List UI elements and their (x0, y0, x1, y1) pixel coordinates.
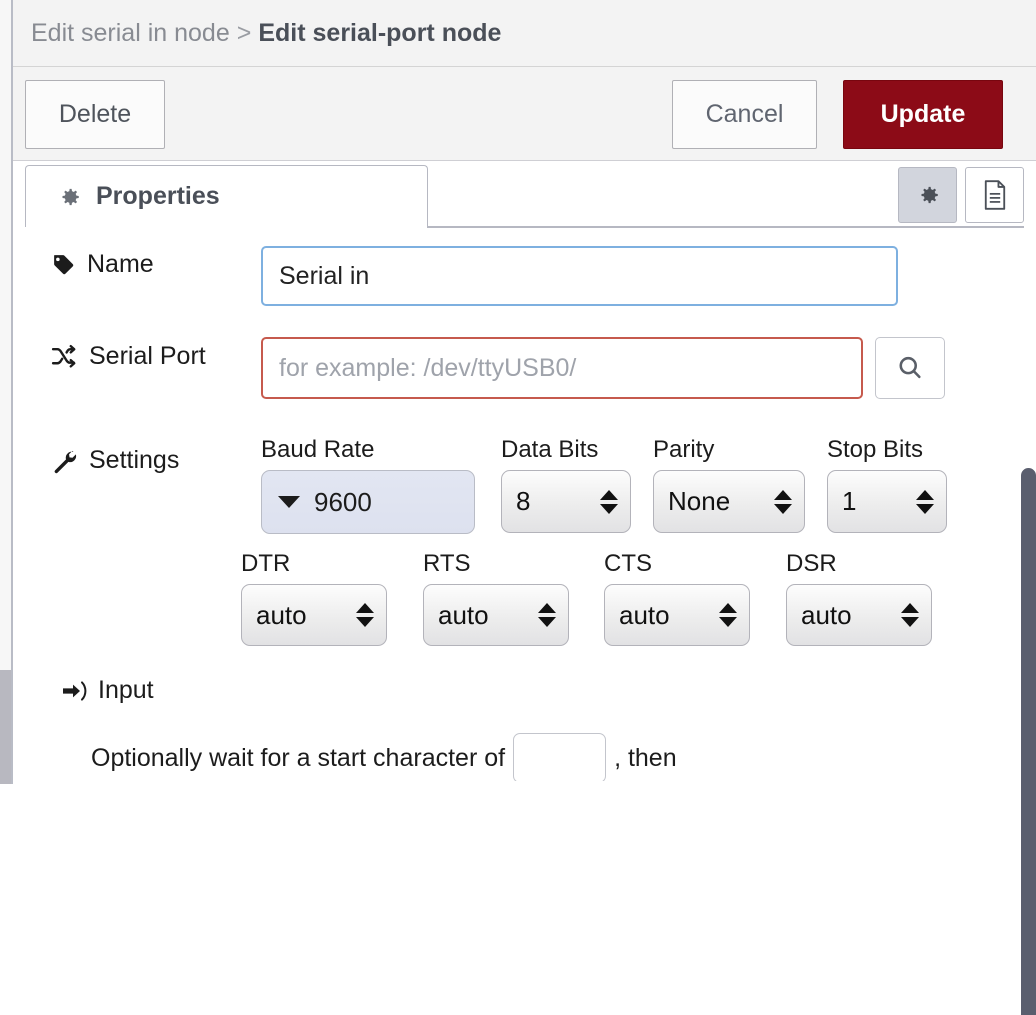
serial-port-input[interactable] (261, 337, 863, 399)
dtr-value: auto (256, 599, 307, 630)
wrench-icon (51, 448, 78, 474)
delete-button[interactable]: Delete (25, 80, 165, 149)
cts-select[interactable]: auto (604, 584, 750, 646)
stepper-arrows-icon (719, 603, 737, 627)
settings-row: Settings (51, 446, 179, 475)
page-backdrop (0, 0, 11, 784)
dsr-caption: DSR (786, 550, 837, 577)
serial-port-search-button[interactable] (875, 337, 945, 399)
node-description-button[interactable] (965, 167, 1024, 223)
tab-properties[interactable]: Properties (25, 165, 428, 227)
name-input[interactable] (261, 246, 898, 306)
breadcrumb-parent[interactable]: Edit serial in node (31, 18, 230, 47)
baud-rate-select[interactable]: 9600 (261, 470, 475, 534)
stepper-arrows-icon (901, 603, 919, 627)
data-bits-group: Data Bits 8 (501, 436, 631, 533)
start-character-input[interactable] (513, 733, 607, 781)
gear-icon (915, 182, 941, 208)
input-section-label: Input (98, 676, 154, 704)
rts-select[interactable]: auto (423, 584, 569, 646)
stepper-arrows-icon (600, 489, 618, 514)
stepper-arrows-icon (774, 489, 792, 514)
stop-bits-group: Stop Bits 1 (827, 436, 947, 533)
name-row: Name (51, 250, 154, 279)
gear-icon (56, 184, 82, 210)
tab-bar: Properties (13, 161, 1036, 228)
cancel-button[interactable]: Cancel (672, 80, 817, 149)
node-settings-button[interactable] (898, 167, 957, 223)
edit-node-dialog: Edit serial in node>Edit serial-port nod… (11, 0, 1036, 784)
parity-select[interactable]: None (653, 470, 805, 533)
serial-port-label: Serial Port (51, 342, 206, 371)
data-bits-caption: Data Bits (501, 436, 599, 463)
stepper-arrows-icon (356, 603, 374, 627)
name-label: Name (51, 250, 154, 279)
cts-value: auto (619, 599, 670, 630)
dsr-group: DSR auto (786, 550, 932, 646)
shuffle-icon (51, 344, 78, 369)
stepper-arrows-icon (916, 489, 934, 514)
properties-form: Name Serial Port (13, 228, 1036, 781)
baud-rate-value: 9600 (314, 486, 372, 517)
parity-group: Parity None (653, 436, 805, 533)
stepper-arrows-icon (538, 603, 556, 627)
rts-caption: RTS (423, 550, 471, 577)
form-scrollbar-thumb[interactable] (1021, 468, 1036, 1015)
breadcrumb-current: Edit serial-port node (258, 18, 502, 47)
dtr-caption: DTR (241, 550, 291, 577)
start-character-suffix: , then (614, 743, 677, 772)
cts-caption: CTS (604, 550, 652, 577)
dsr-select[interactable]: auto (786, 584, 932, 646)
data-bits-select[interactable]: 8 (501, 470, 631, 533)
parity-value: None (668, 486, 731, 516)
dialog-header: Edit serial in node>Edit serial-port nod… (13, 0, 1036, 67)
baud-rate-caption: Baud Rate (261, 436, 375, 463)
tab-bar-underline (427, 226, 1024, 228)
data-bits-value: 8 (516, 486, 531, 516)
baud-rate-group: Baud Rate 9600 (261, 436, 475, 534)
rts-value: auto (438, 599, 489, 630)
search-icon (896, 354, 924, 382)
dialog-action-bar: Delete Cancel Update (13, 67, 1036, 161)
stop-bits-select[interactable]: 1 (827, 470, 947, 533)
start-character-prefix: Optionally wait for a start character of (91, 743, 506, 772)
stop-bits-caption: Stop Bits (827, 436, 924, 463)
update-button[interactable]: Update (843, 80, 1003, 149)
sign-in-icon (61, 679, 87, 703)
serial-port-row: Serial Port (51, 342, 206, 371)
breadcrumb-separator: > (236, 18, 252, 47)
settings-label-text: Settings (89, 446, 180, 474)
background-panel (0, 670, 11, 784)
form-scrollbar-track[interactable] (1011, 231, 1036, 1015)
tag-icon (51, 252, 76, 277)
start-character-row: Optionally wait for a start character of… (91, 733, 677, 781)
input-section-header: Input (61, 676, 154, 705)
dtr-group: DTR auto (241, 550, 387, 646)
dtr-select[interactable]: auto (241, 584, 387, 646)
settings-label: Settings (51, 446, 179, 475)
stop-bits-value: 1 (842, 486, 857, 516)
breadcrumb: Edit serial in node>Edit serial-port nod… (31, 19, 501, 48)
chevron-down-icon (278, 496, 300, 508)
parity-caption: Parity (653, 436, 715, 463)
tab-properties-label: Properties (96, 182, 220, 210)
dsr-value: auto (801, 599, 852, 630)
cts-group: CTS auto (604, 550, 750, 646)
name-label-text: Name (87, 250, 154, 278)
rts-group: RTS auto (423, 550, 569, 646)
serial-port-label-text: Serial Port (89, 342, 206, 370)
document-icon (982, 180, 1008, 210)
